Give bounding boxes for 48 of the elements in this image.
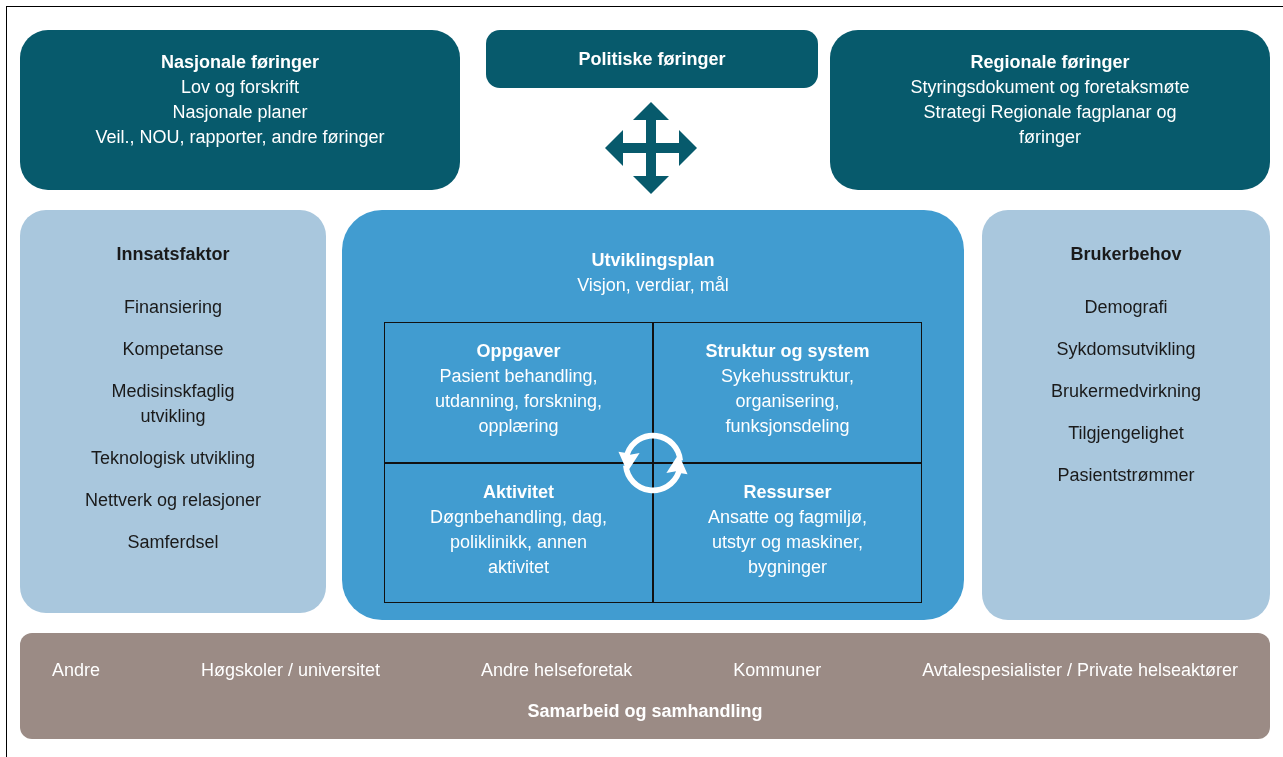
panel-item: Demografi <box>1084 296 1168 319</box>
guidance-box <box>486 30 818 88</box>
quadrant-text: Døgnbehandling, dag, poliklinikk, annen aktivitet <box>428 505 609 579</box>
partner-label: Andre <box>52 659 101 682</box>
quadrant-heading: Struktur og system <box>705 340 870 363</box>
panel-item: Teknologisk utvikling <box>90 447 256 470</box>
panel-item: Samferdsel <box>127 531 219 554</box>
panel-text: Visjon, verdiar, mål <box>577 274 729 297</box>
guidance-box <box>20 30 460 190</box>
panel-item: Kompetanse <box>122 338 224 361</box>
guidance-box <box>830 30 1270 190</box>
collaboration-bar <box>20 633 1270 739</box>
box-text: Veil., NOU, rapporter, andre føringer <box>95 126 385 149</box>
factor-panel <box>20 210 326 613</box>
panel-heading: Brukerbehov <box>1070 243 1182 266</box>
panel-item: Brukermedvirkning <box>1050 380 1202 403</box>
panel-heading: Innsatsfaktor <box>116 243 230 266</box>
panel-item: Tilgjengelighet <box>1068 422 1184 445</box>
panel-item: Sykdomsutvikling <box>1056 338 1196 361</box>
quadrant-text: Sykehusstruktur, organisering, funksjonsdeling <box>719 365 856 438</box>
panel-item: Finansiering <box>123 296 223 319</box>
partner-label: Høgskoler / universitet <box>201 659 381 682</box>
box-text: Lov og forskrift <box>180 76 299 99</box>
partner-label: Andre helseforetak <box>481 659 633 682</box>
quadrant-heading: Aktivitet <box>483 480 554 504</box>
box-text: Styringsdokument og foretaksmøte <box>910 76 1190 99</box>
quadrant-heading: Ressurser <box>743 480 832 504</box>
quadrant-text: Ansatte og fagmiljø, utstyr og maskiner, bygninger <box>706 505 869 579</box>
panel-item: Pasientstrømmer <box>1057 464 1195 487</box>
partner-label: Kommuner <box>733 659 822 682</box>
box-heading: Politiske føringer <box>578 47 726 71</box>
factor-panel <box>982 210 1270 620</box>
quadrant-box <box>653 462 922 603</box>
development-plan-panel <box>342 210 964 620</box>
panel-heading: Utviklingsplan <box>591 249 715 272</box>
quadrant-box <box>384 322 653 463</box>
quadrant-box <box>384 462 653 603</box>
quadrant-heading: Oppgaver <box>476 340 561 363</box>
box-text: Strategi Regionale fagplanar og føringer <box>922 101 1178 149</box>
box-heading: Nasjonale føringer <box>160 51 319 74</box>
box-text: Nasjonale planer <box>172 101 308 124</box>
panel-item: Nettverk og relasjoner <box>84 489 262 512</box>
panel-item: Medisinskfaglig utvikling <box>110 380 236 428</box>
bar-heading: Samarbeid og samhandling <box>527 700 763 723</box>
quadrant-text: Pasient behandling, utdanning, forskning, opplæring <box>433 365 604 438</box>
quadrant-box <box>653 322 922 463</box>
partner-label: Avtalespesialister / Private helseaktører <box>922 659 1238 682</box>
box-heading: Regionale føringer <box>970 51 1130 74</box>
